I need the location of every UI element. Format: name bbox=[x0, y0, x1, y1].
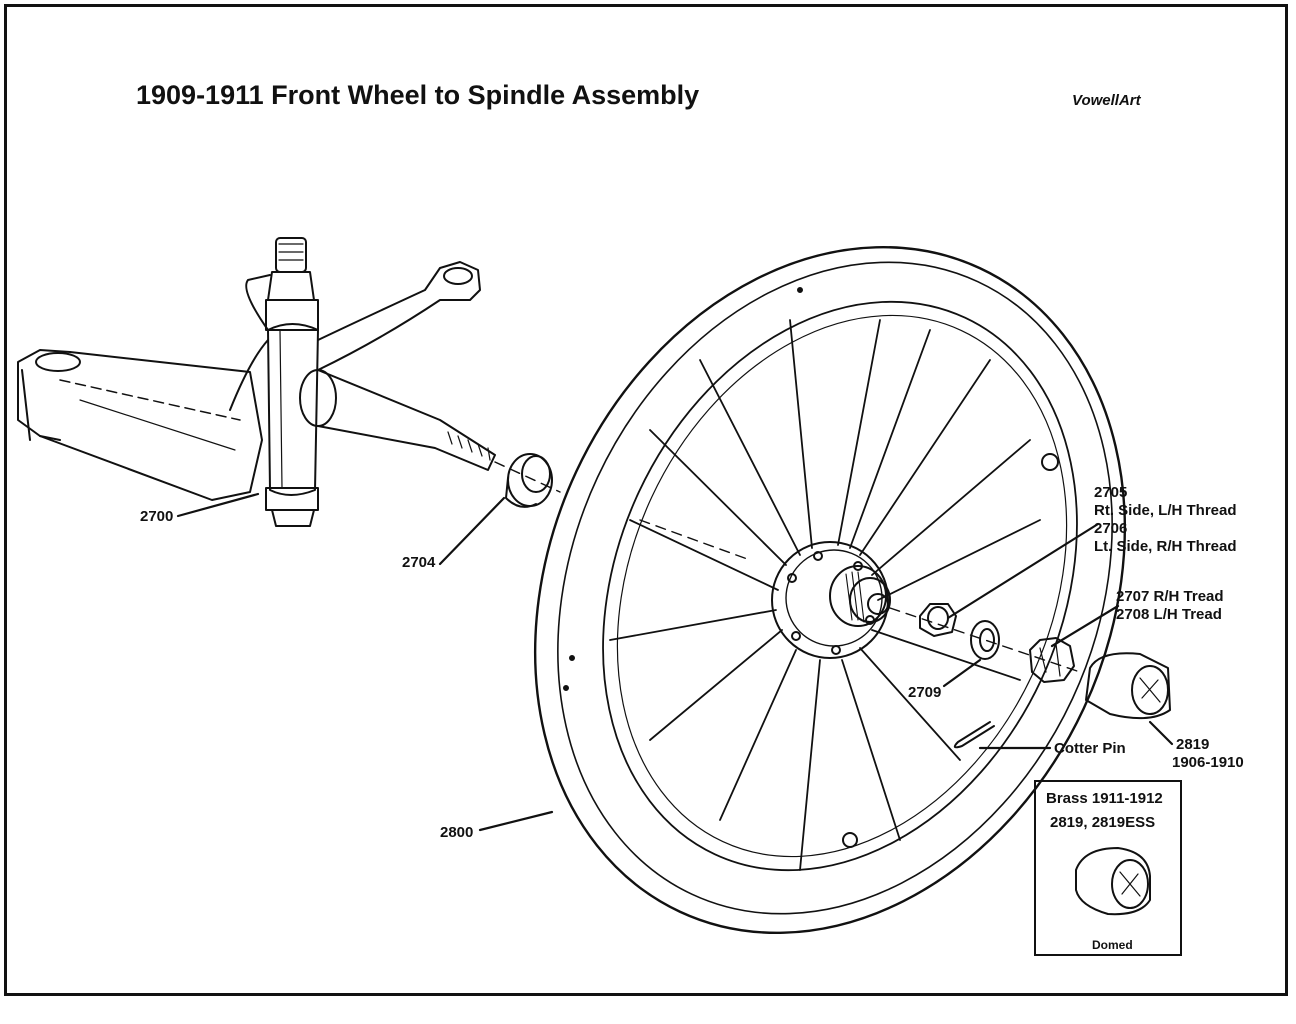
callout-2709: 2709 bbox=[908, 684, 942, 701]
callout-2706-desc: Lt. Side, R/H Thread bbox=[1094, 538, 1237, 555]
assembly-centerline bbox=[494, 461, 1081, 673]
callout-2800: 2800 bbox=[440, 824, 474, 841]
inset-caption: Domed bbox=[1092, 938, 1133, 952]
diagram-frame bbox=[4, 4, 1288, 996]
callout-2819-years: 1906-1910 bbox=[1172, 754, 1244, 771]
inset-heading: Brass 1911-1912 bbox=[1046, 790, 1163, 807]
artist-credit: VowellArt bbox=[1072, 92, 1141, 109]
castle-nut bbox=[1029, 637, 1075, 683]
callout-2708: 2708 L/H Tread bbox=[1116, 606, 1222, 623]
domed-hub-cap-inset bbox=[1075, 847, 1151, 916]
callout-2705: 2705 bbox=[1094, 484, 1128, 501]
callout-2706: 2706 bbox=[1094, 520, 1128, 537]
callout-cotter-pin: Cotter Pin bbox=[1054, 740, 1126, 757]
diagram-title: 1909-1911 Front Wheel to Spindle Assembl… bbox=[136, 80, 700, 110]
wooden-spoke-wheel bbox=[534, 245, 1126, 935]
spindle-assembly bbox=[17, 237, 496, 527]
callout-2819: 2819 bbox=[1176, 736, 1210, 753]
callout-2705-desc: Rt. Side, L/H Thread bbox=[1094, 502, 1237, 519]
brass-hub-cap-inset bbox=[1034, 780, 1182, 956]
callout-2704: 2704 bbox=[402, 554, 436, 571]
leader-lines bbox=[176, 492, 1174, 832]
hub-cap bbox=[1085, 652, 1171, 720]
inset-part-numbers: 2819, 2819ESS bbox=[1050, 814, 1156, 831]
bearing-cone bbox=[505, 453, 553, 508]
cotter-pin bbox=[953, 721, 995, 749]
callout-2700: 2700 bbox=[140, 508, 174, 525]
callout-2707: 2707 R/H Tread bbox=[1116, 588, 1224, 605]
washer bbox=[970, 620, 1000, 660]
